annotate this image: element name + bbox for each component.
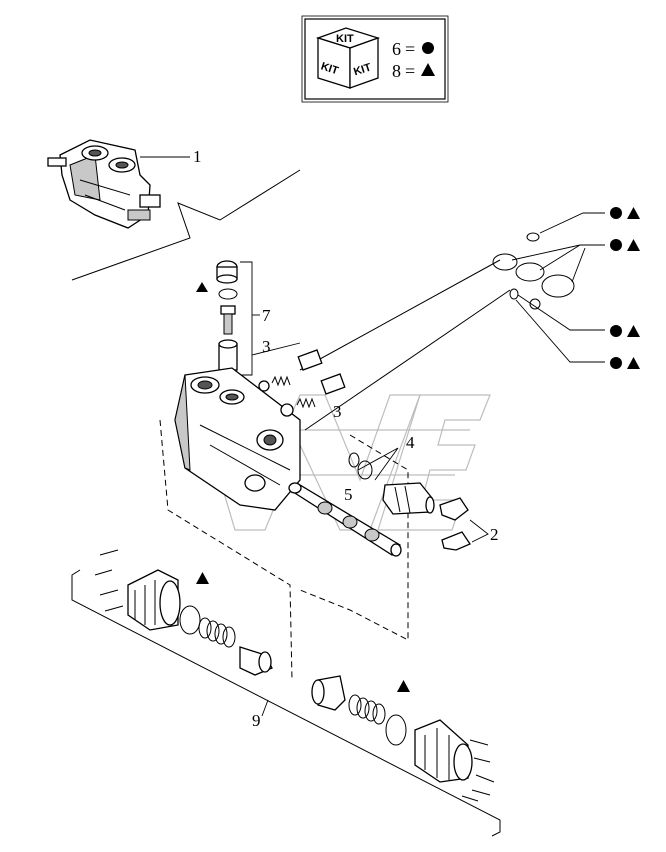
- kit-cube-icon: KIT KIT KIT: [315, 27, 381, 89]
- kit-marker-row-3: [610, 325, 640, 337]
- kit-marker-row-4: [610, 357, 640, 369]
- spring-lower: [296, 397, 316, 409]
- kit6-circle-marker: [610, 325, 622, 337]
- kit8-triangle-marker: [627, 239, 640, 251]
- legend-row1-equals: =: [405, 39, 415, 59]
- detent-clips: [439, 497, 471, 551]
- return-spring-left: [198, 617, 236, 648]
- body-dashed-frame-left: [159, 419, 293, 681]
- callout-2: 2: [490, 525, 499, 544]
- kit8-triangle-marker: [627, 325, 640, 337]
- callout-5: 5: [344, 485, 353, 504]
- frame-edge-mid: [304, 289, 511, 431]
- o-ring-6: [529, 298, 541, 310]
- end-cap-assembly-right: [311, 675, 495, 802]
- kit-legend: KIT KIT KIT 6 = 8 =: [301, 15, 449, 103]
- kit6-circle-marker: [610, 357, 622, 369]
- spool-end-adapter: [382, 482, 435, 515]
- callout-1: 1: [193, 147, 202, 166]
- valve-assembly-overview: [47, 139, 161, 229]
- cap-screws-left: [94, 549, 124, 612]
- legend-triangle-icon: [421, 63, 435, 76]
- kit8-triangle-marker: [627, 207, 640, 219]
- o-ring-2: [492, 253, 518, 271]
- kit6-circle-marker: [610, 239, 622, 251]
- kit-cube-top-label: KIT: [336, 33, 354, 45]
- o-ring-5: [509, 288, 519, 300]
- bracket-7: [240, 261, 253, 376]
- kit6-circle-marker: [610, 207, 622, 219]
- cap-screws-right: [461, 739, 495, 802]
- kit-marker-row-1: [610, 207, 640, 219]
- o-ring-4: [541, 274, 575, 298]
- kit8-triangle-marker: [627, 357, 640, 369]
- o-ring-3: [515, 262, 545, 282]
- kit-cube-left-label: KIT: [319, 60, 340, 77]
- callout-3-upper: 3: [262, 337, 271, 356]
- seal-ring-small: [348, 452, 360, 468]
- callout-9: 9: [252, 711, 261, 730]
- spring-upper: [271, 375, 291, 387]
- end-cap-o-ring-left: [179, 605, 201, 635]
- frame-edge-top: [299, 259, 501, 371]
- spool: [288, 482, 402, 557]
- legend-row2-equals: =: [405, 61, 415, 81]
- kit8-triangle-marker: [196, 282, 208, 292]
- check-valve-group-lower: [280, 373, 346, 417]
- valve-body: [174, 367, 301, 511]
- bracket-9: [71, 569, 501, 837]
- kit8-triangle-marker: [397, 680, 410, 692]
- callout-3-lower: 3: [333, 402, 342, 421]
- callout-7: 7: [262, 306, 271, 325]
- legend-circle-icon: [422, 42, 434, 54]
- legend-row1-number: 6: [392, 39, 401, 59]
- end-cap-o-ring-right: [385, 714, 407, 746]
- end-cap-assembly-left: [94, 549, 273, 676]
- o-ring-set: [492, 232, 575, 310]
- body-dashed-frame-right: [299, 434, 409, 641]
- overview-frame: [71, 169, 301, 281]
- o-ring-1: [526, 232, 540, 242]
- kit-cube-right-label: KIT: [352, 61, 373, 78]
- kit-marker-row-2: [610, 239, 640, 251]
- check-valve-group-upper: [258, 349, 323, 392]
- callout-4: 4: [406, 433, 415, 452]
- relief-valve-stack: [216, 260, 238, 378]
- o-ring-seal: [218, 288, 238, 300]
- legend-row2-number: 8: [392, 61, 401, 81]
- return-spring-right: [348, 694, 386, 725]
- kit8-triangle-marker: [196, 572, 209, 584]
